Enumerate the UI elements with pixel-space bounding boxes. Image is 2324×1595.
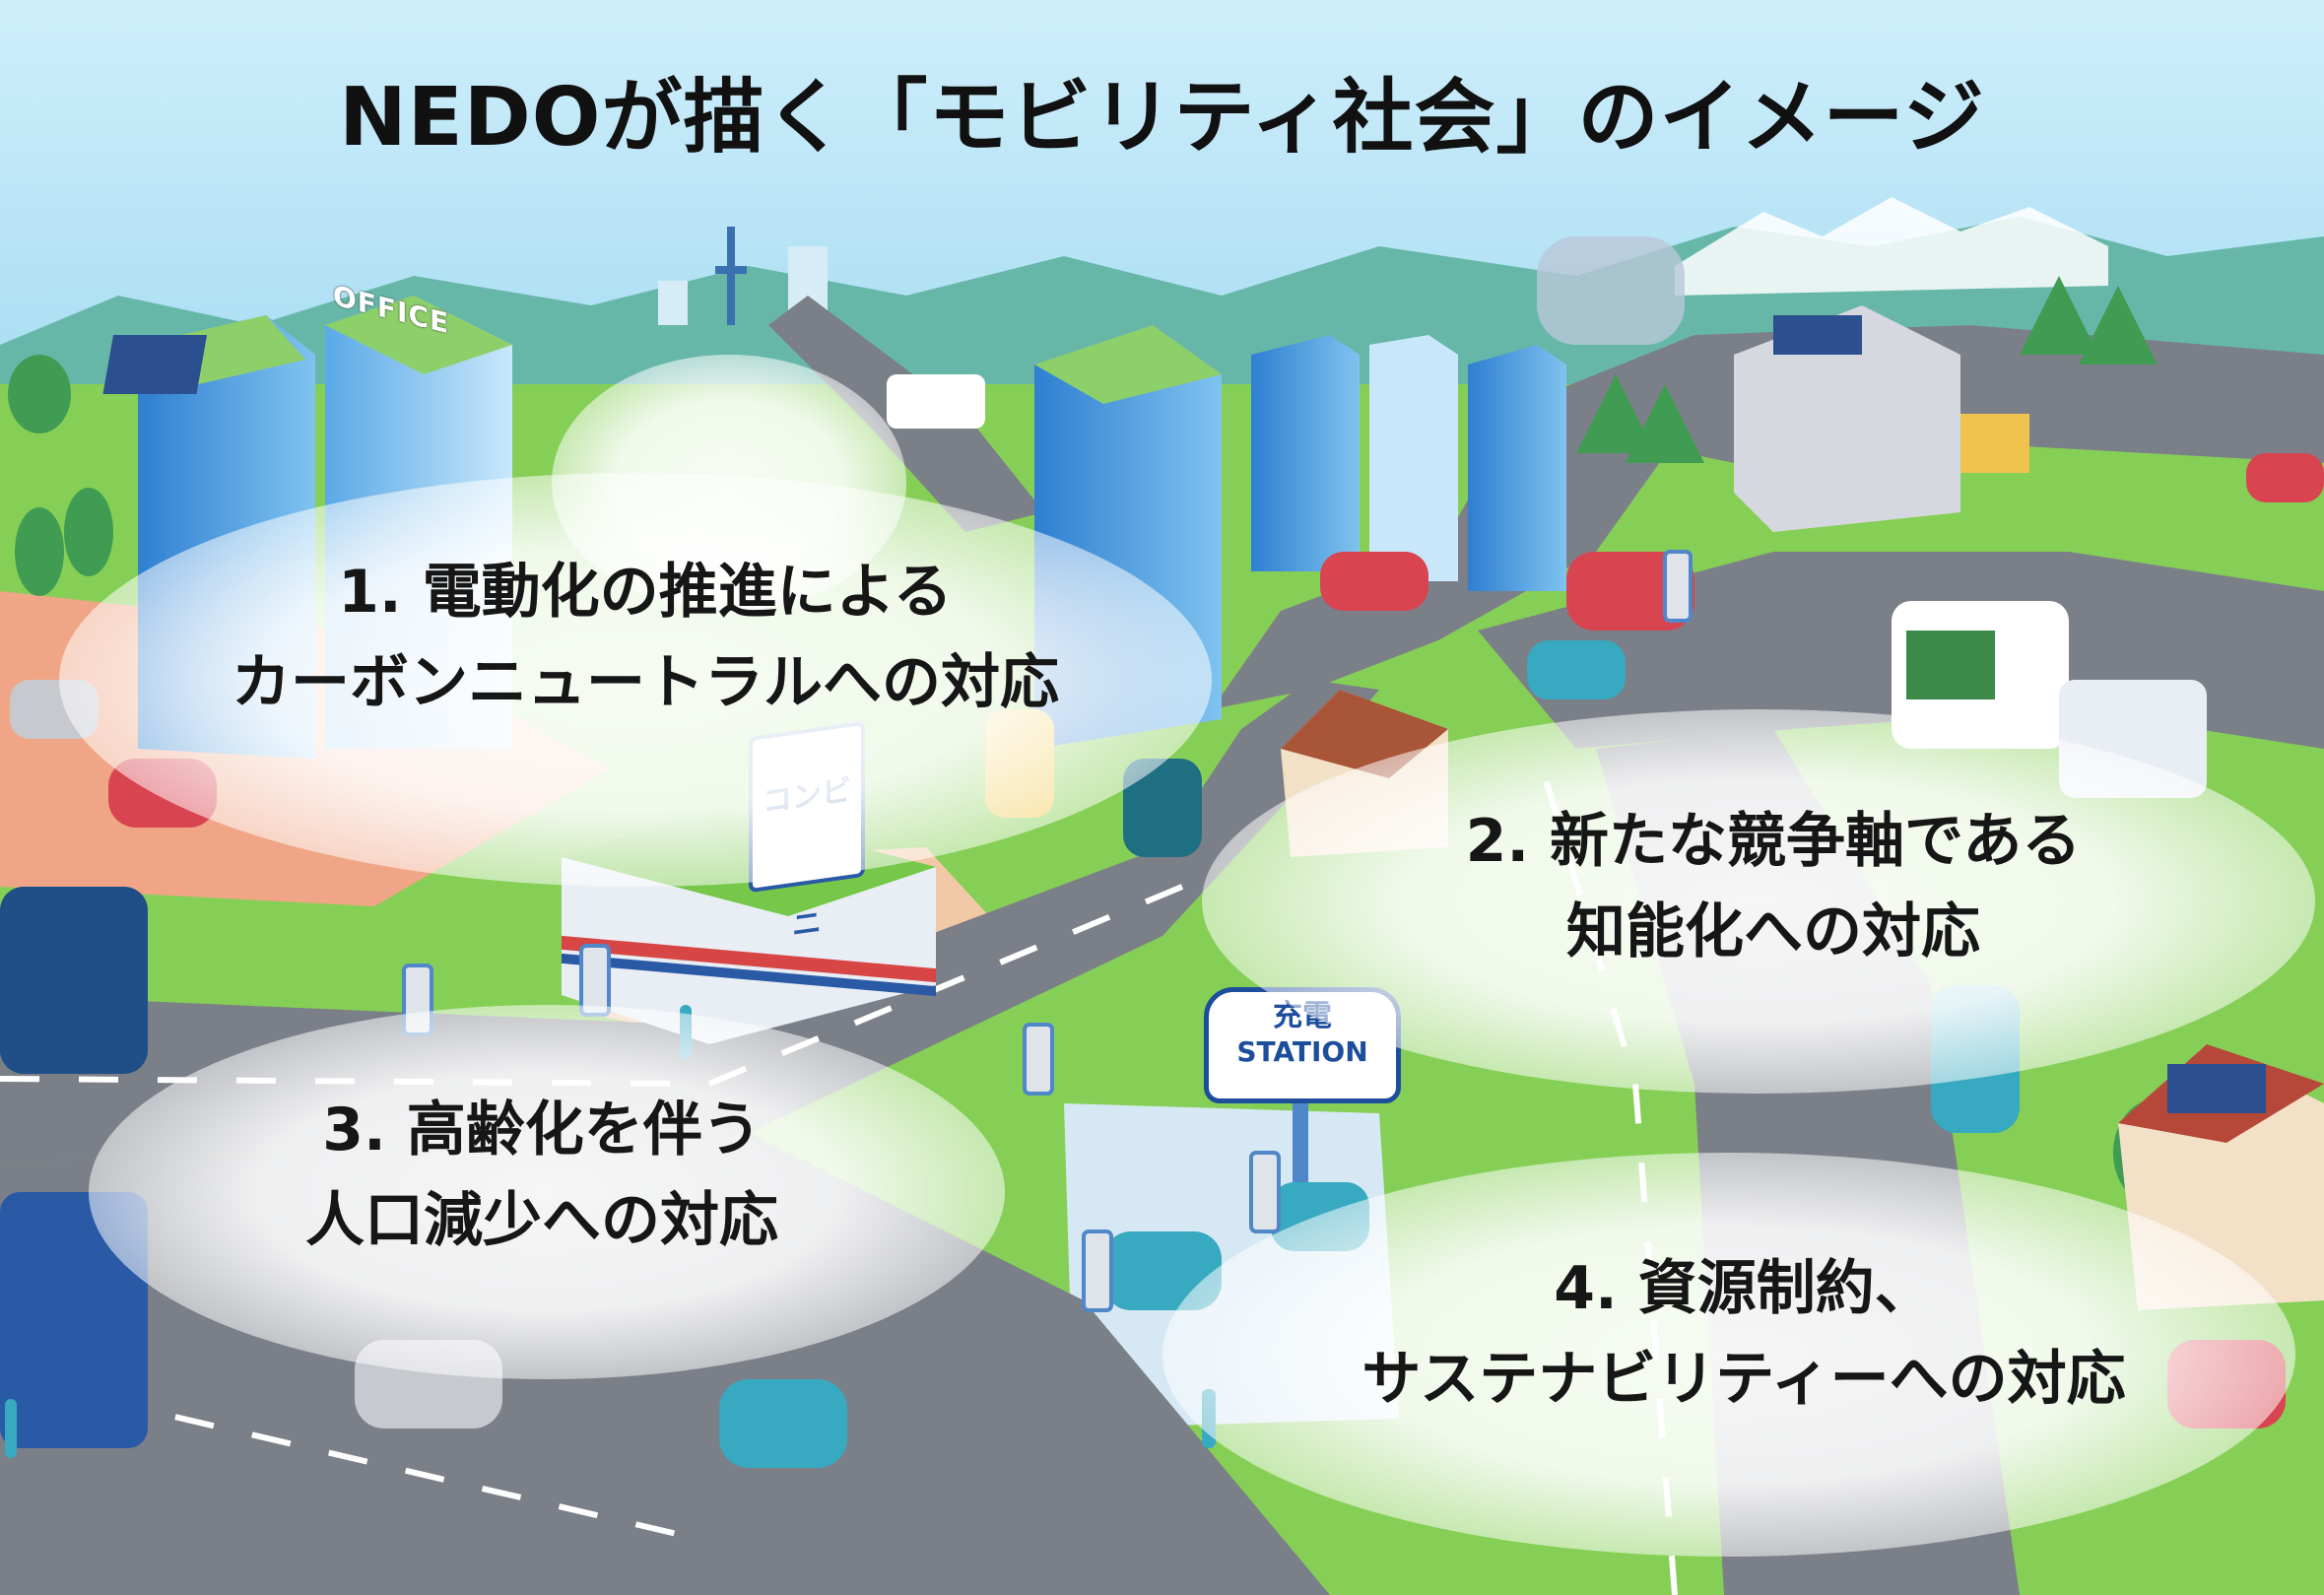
highlight-cloud-4 bbox=[1162, 1153, 2295, 1557]
section-1-caption: 1. 電動化の推進による カーボンニュートラルへの対応 bbox=[94, 547, 1197, 728]
highlight-cloud-2 bbox=[1202, 709, 2315, 1094]
section-1-line1: 1. 電動化の推進による bbox=[338, 558, 953, 627]
section-4-caption: 4. 資源制約、 サステナビリティーへの対応 bbox=[1271, 1243, 2217, 1425]
section-3-line1: 3. 高齢化を伴う bbox=[322, 1096, 762, 1164]
section-4-line1: 4. 資源制約、 bbox=[1554, 1254, 1934, 1323]
section-2-line1: 2. 新たな競争軸である bbox=[1465, 807, 2082, 876]
solar-house-topright bbox=[1734, 305, 2029, 532]
charge-sign-bottom: STATION bbox=[1236, 1035, 1368, 1068]
page-title: NEDOが描く「モビリティ社会」のイメージ bbox=[339, 71, 1985, 165]
section-2-line2: 知能化への対応 bbox=[1566, 897, 1980, 966]
section-4-line2: サステナビリティーへの対応 bbox=[1361, 1345, 2126, 1414]
right-buildings bbox=[1251, 335, 1566, 591]
flying-car bbox=[1537, 236, 1685, 345]
snow-mountains bbox=[1675, 197, 2108, 296]
station-pole bbox=[1293, 1084, 1308, 1212]
section-2-caption: 2. 新たな競争軸である 知能化への対応 bbox=[1330, 796, 2217, 977]
section-1-line2: カーボンニュートラルへの対応 bbox=[232, 648, 1059, 717]
buses bbox=[0, 601, 2207, 1448]
section-3-line2: 人口減少への対応 bbox=[305, 1186, 778, 1255]
highlight-cloud-3 bbox=[89, 1005, 1005, 1379]
highlight-cloud-1-top bbox=[552, 355, 906, 611]
section-3-caption: 3. 高齢化を伴う 人口減少への対応 bbox=[197, 1085, 887, 1266]
